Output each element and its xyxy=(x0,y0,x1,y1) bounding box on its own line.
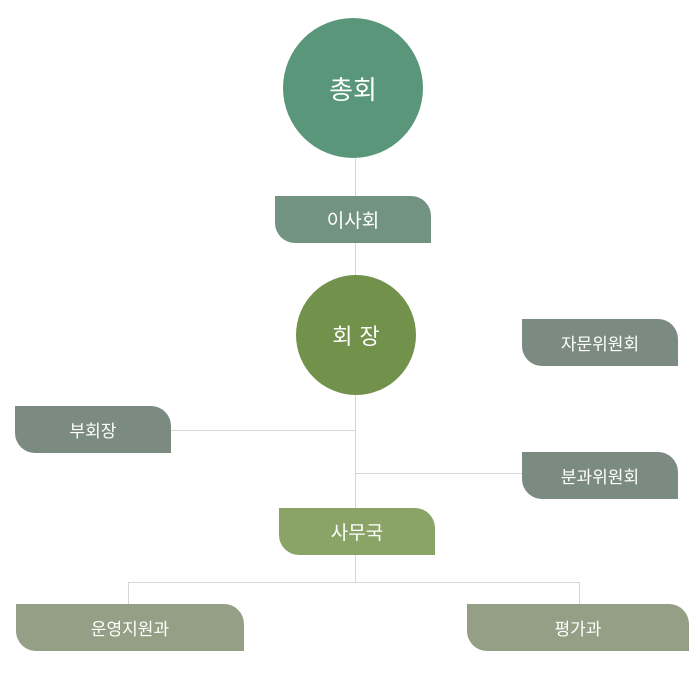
connector-operations xyxy=(128,582,129,604)
connector-bottom-horizontal xyxy=(128,582,580,583)
node-label: 운영지원과 xyxy=(90,620,170,640)
node-label: 분과위원회 xyxy=(560,468,640,488)
node-label: 회 장 xyxy=(332,325,380,350)
node-general-assembly: 총회 xyxy=(283,18,423,158)
node-label: 총회 xyxy=(329,75,377,106)
connector-evaluation xyxy=(579,582,580,604)
node-label: 이사회 xyxy=(326,210,380,232)
node-subcommittee: 분과위원회 xyxy=(522,452,678,499)
node-label: 사무국 xyxy=(330,522,384,544)
node-operations-support: 운영지원과 xyxy=(16,604,244,651)
node-chairman: 회 장 xyxy=(296,275,416,395)
node-label: 자문위원회 xyxy=(560,335,640,355)
node-secretariat: 사무국 xyxy=(279,508,435,555)
connector-vice-chairman xyxy=(171,430,355,431)
node-label: 부회장 xyxy=(69,422,117,442)
node-board: 이사회 xyxy=(275,196,431,243)
connector-subcommittee xyxy=(355,473,522,474)
node-advisory-committee: 자문위원회 xyxy=(522,319,678,366)
node-vice-chairman: 부회장 xyxy=(15,406,171,453)
node-label: 평가과 xyxy=(554,620,602,640)
node-evaluation: 평가과 xyxy=(467,604,689,651)
